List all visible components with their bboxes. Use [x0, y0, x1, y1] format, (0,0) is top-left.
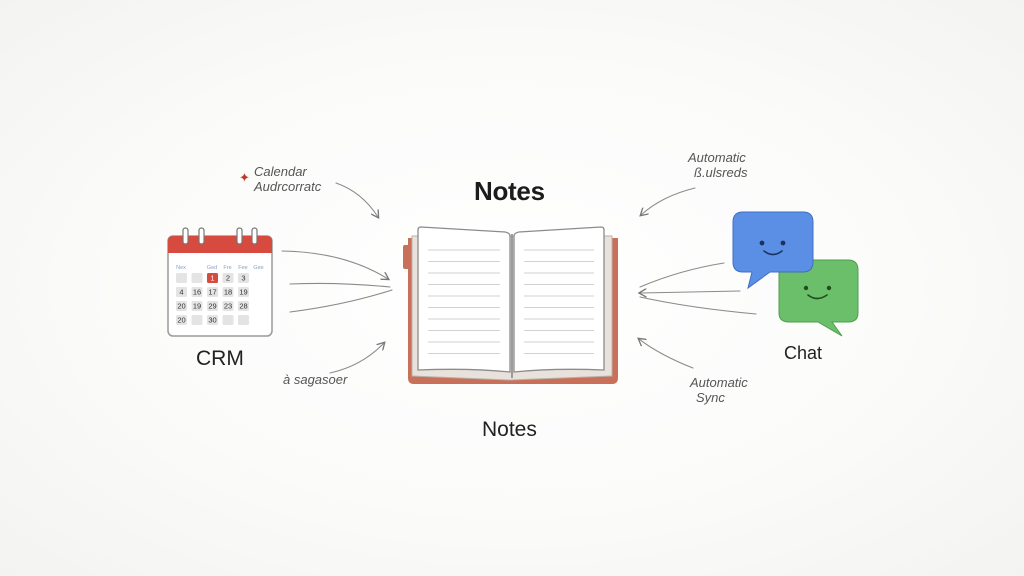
calendar-day-number: 4: [179, 288, 183, 297]
calendar-day-cell: [222, 315, 234, 325]
calendar-day-cell: [238, 287, 249, 297]
line-chat-2: [640, 291, 741, 293]
calendar-weekday-label: Ged: [207, 265, 217, 271]
flow-arrows: [281, 182, 757, 374]
crm-label: CRM: [196, 347, 244, 370]
calendar-day-number: 20: [177, 316, 185, 325]
notes-title-top: Notes: [474, 176, 545, 206]
calendar-day-number: 1: [210, 274, 214, 283]
automatic-sync-annotation: Automatic Sync: [690, 375, 748, 405]
calendar-day-cell: [238, 301, 249, 311]
arrow-automatic-sync: [639, 339, 694, 369]
arrow-suggester-to-notes: [329, 343, 384, 374]
automatic-annotation-top-line2: ß.ulsreds: [694, 165, 748, 180]
calendar-day-cell: [207, 273, 218, 283]
calendar-day-number: 29: [208, 302, 216, 311]
calendar-day-cell: [191, 273, 203, 283]
line-chat-1: [639, 262, 725, 288]
calendar-day-cell: [176, 301, 187, 311]
chat-bubbles-icon: [732, 211, 859, 337]
calendar-day-number: 19: [193, 302, 201, 311]
notebook-icon: [403, 226, 618, 384]
line-crm-2: [289, 282, 391, 288]
calendar-day-cell: [222, 273, 234, 283]
arrow-automatic-top: [641, 187, 696, 215]
calendar-day-cell: [176, 287, 187, 297]
notes-label-bottom: Notes: [482, 418, 537, 441]
calendar-weekday-label: Fee: [238, 265, 247, 271]
calendar-day-number: 18: [224, 288, 232, 297]
calendar-day-cell: [207, 287, 218, 297]
calendar-day-cell: [176, 273, 187, 283]
line-crm-3: [289, 289, 393, 313]
line-crm-1: [281, 250, 388, 279]
calendar-annotation-line1: Calendar: [254, 164, 307, 179]
automatic-annotation-top: Automatic ß.ulsreds: [688, 150, 747, 180]
calendar-day-number: 28: [239, 302, 247, 311]
calendar-day-cell: [207, 301, 218, 311]
calendar-weekday-label: Nex: [176, 265, 186, 271]
calendar-weekday-label: Fre: [223, 265, 231, 271]
calendar-day-cell: [222, 301, 234, 311]
calendar-day-number: 30: [208, 316, 216, 325]
calendar-day-cell: [176, 315, 187, 325]
calendar-day-cell: [207, 315, 218, 325]
calendar-day-cell: [191, 301, 203, 311]
calendar-weekday-label: Gee: [253, 265, 263, 271]
line-chat-3: [639, 296, 757, 315]
calendar-day-number: 23: [224, 302, 232, 311]
calendar-day-cell: [238, 273, 249, 283]
calendar-day-cell: [222, 287, 234, 297]
calendar-annotation: Calendar Audrcorratc: [254, 164, 321, 194]
calendar-day-number: 20: [177, 302, 185, 311]
calendar-annotation-line2: Audrcorratc: [254, 179, 322, 194]
star-icon: ✦: [239, 170, 250, 185]
calendar-day-cell: [191, 315, 203, 325]
calendar-day-number: 17: [208, 288, 216, 297]
arrow-calendar-to-notes: [335, 182, 378, 217]
calendar-day-cell: [238, 315, 249, 325]
automatic-annotation-top-line1: Automatic: [688, 150, 746, 165]
calendar-day-cell: [191, 287, 203, 297]
notebook-page-lines: [428, 249, 594, 354]
automatic-sync-line2: Sync: [696, 390, 725, 405]
calendar-day-number: 19: [239, 288, 247, 297]
calendar-day-number: 2: [226, 274, 230, 283]
suggester-annotation: à sagasoer: [283, 372, 348, 387]
chat-label: Chat: [784, 343, 823, 363]
calendar-day-number: 16: [193, 288, 201, 297]
calendar-day-number: 3: [241, 274, 245, 283]
automatic-sync-line1: Automatic: [690, 375, 748, 390]
